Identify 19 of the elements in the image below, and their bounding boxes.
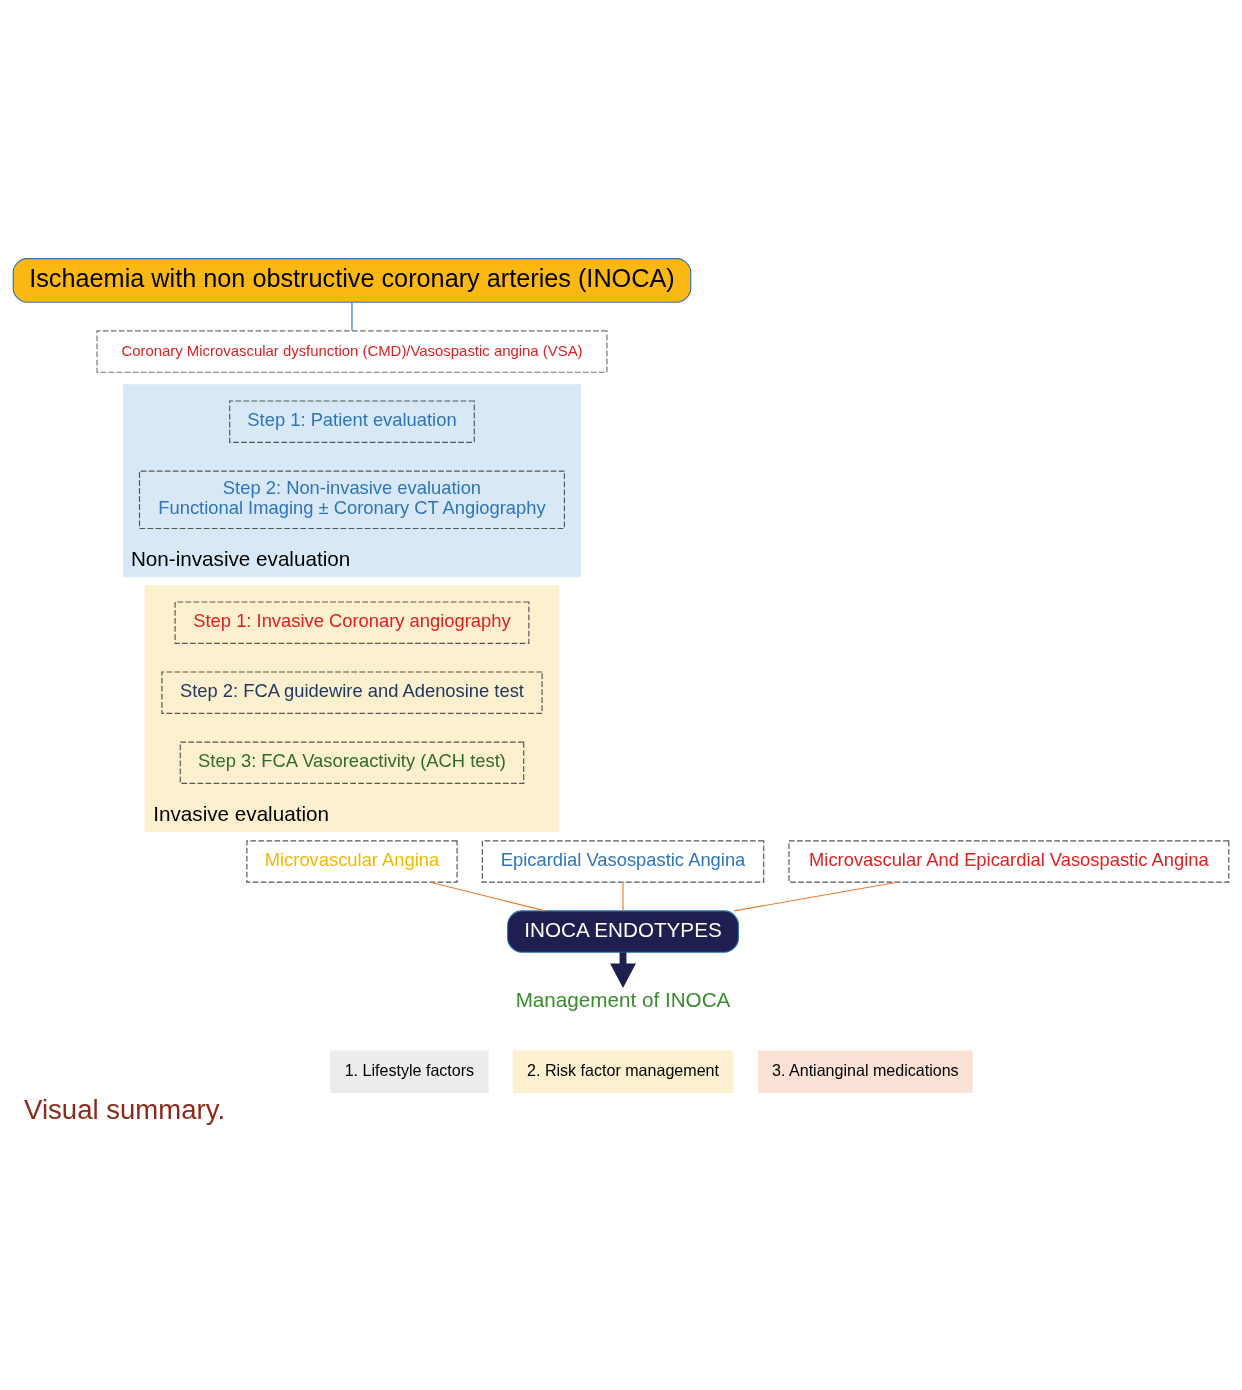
node-box: 2. Risk factor management: [512, 1050, 734, 1093]
node-box: Step 3: FCA Vasoreactivity (ACH test): [179, 741, 525, 784]
node-box: Microvascular Angina: [246, 840, 458, 883]
node-box: Epicardial Vasospastic Angina: [481, 840, 765, 883]
node-box: INOCA ENDOTYPES: [507, 910, 739, 953]
node-box: Step 2: FCA guidewire and Adenosine test: [161, 671, 543, 714]
node-box: Step 1: Patient evaluation: [229, 400, 475, 443]
connector: [429, 881, 546, 912]
connector: [351, 301, 353, 332]
node-box: Ischaemia with non obstructive coronary arteries (INOCA): [12, 258, 692, 303]
node-text: Management of INOCA: [515, 987, 731, 1011]
node-box: Step 1: Invasive Coronary angiography: [174, 601, 530, 644]
caption: Visual summary.: [24, 1094, 226, 1125]
node-box: Coronary Microvascular dysfunction (CMD)/Vasospastic angina (VSA): [96, 330, 608, 373]
connector: [622, 881, 624, 912]
connector: [733, 881, 898, 912]
node-box: Microvascular And Epicardial Vasospastic Angina: [788, 840, 1230, 883]
node-box: Step 2: Non-invasive evaluation Functional Imaging ± Coronary CT Angiography: [138, 470, 565, 530]
node-box: 3. Antianginal medications: [757, 1050, 973, 1093]
